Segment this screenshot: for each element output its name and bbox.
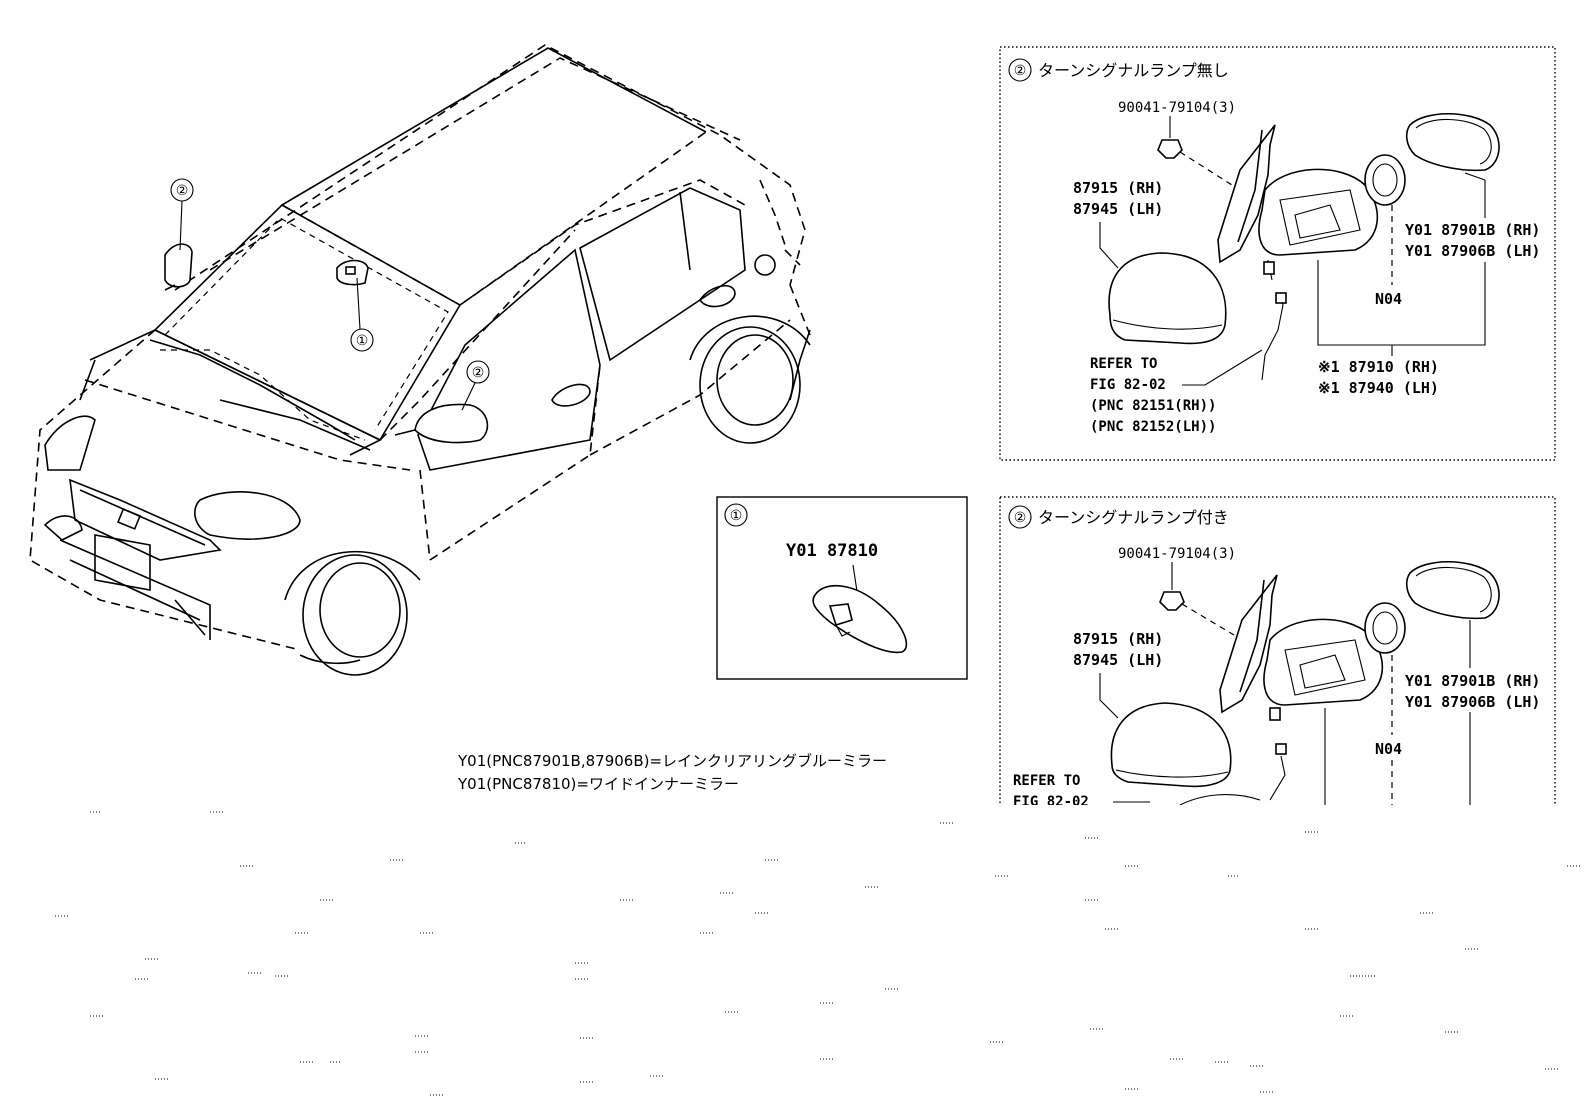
mirror-rh-part-number: Y01 87901B (RH) (1405, 672, 1540, 690)
mirror-lh-part-number: Y01 87906B (LH) (1405, 693, 1540, 711)
cover-rh-part-number: 87915 (RH) (1073, 179, 1163, 197)
n04-label: N04 (1375, 740, 1402, 758)
n04-label: N04 (1375, 290, 1402, 308)
bolt-part-number: 90041-79104(3) (1118, 546, 1236, 562)
panel-with-turn-signal: ② ターンシグナルランプ付き 90041-79104(3) 87915 (RH)… (999, 496, 1556, 810)
callout-car-2-right: ② (461, 360, 490, 411)
refer-pnc-lh: (PNC 82152(LH)) (1090, 419, 1216, 435)
refer-to-label: REFER TO (1013, 773, 1080, 789)
callout-car-1: ① (350, 277, 374, 352)
panel-callout-two: ② (1014, 63, 1027, 79)
note-line-1: Y01(PNC87901B,87906B)=レインクリアリングブルーミラー (457, 752, 887, 770)
assy-lh-part-number: ※1 87940 (LH) (1318, 379, 1439, 397)
panel-callout-one: ① (730, 508, 743, 524)
mirror-lh-part-number: Y01 87906B (LH) (1405, 242, 1540, 260)
bolt-part-number: 90041-79104(3) (1118, 100, 1236, 116)
callout-one-label: ① (356, 333, 369, 349)
car-illustration (29, 44, 811, 676)
cropped-blank-area (0, 805, 1592, 1099)
refer-pnc-rh: (PNC 82151(RH)) (1090, 398, 1216, 414)
scan-specks (55, 811, 1580, 1096)
panel-callout-two: ② (1014, 510, 1027, 526)
panel-no-turn-signal: ② ターンシグナルランプ無し 90041-79104(3) 87915 (RH)… (999, 46, 1556, 461)
panel-title: ターンシグナルランプ付き (1038, 508, 1229, 527)
refer-to-label: REFER TO (1090, 356, 1157, 372)
cover-lh-part-number: 87945 (LH) (1073, 200, 1163, 218)
panel-inner-mirror: ① Y01 87810 (716, 496, 968, 680)
mirror-rh-part-number: Y01 87901B (RH) (1405, 221, 1540, 239)
cover-rh-part-number: 87915 (RH) (1073, 630, 1163, 648)
refer-fig-label: FIG 82-02 (1090, 377, 1166, 393)
callout-two-label: ② (176, 183, 189, 199)
note-line-2: Y01(PNC87810)=ワイドインナーミラー (457, 775, 739, 793)
panel-title: ターンシグナルランプ無し (1038, 61, 1229, 80)
cover-lh-part-number: 87945 (LH) (1073, 651, 1163, 669)
inner-mirror-part-number: Y01 87810 (786, 541, 878, 561)
callout-car-2-left: ② (170, 178, 194, 251)
notes: Y01(PNC87901B,87906B)=レインクリアリングブルーミラー Y0… (457, 752, 887, 793)
assy-rh-part-number: ※1 87910 (RH) (1318, 358, 1439, 376)
callout-two-label: ② (472, 365, 485, 381)
